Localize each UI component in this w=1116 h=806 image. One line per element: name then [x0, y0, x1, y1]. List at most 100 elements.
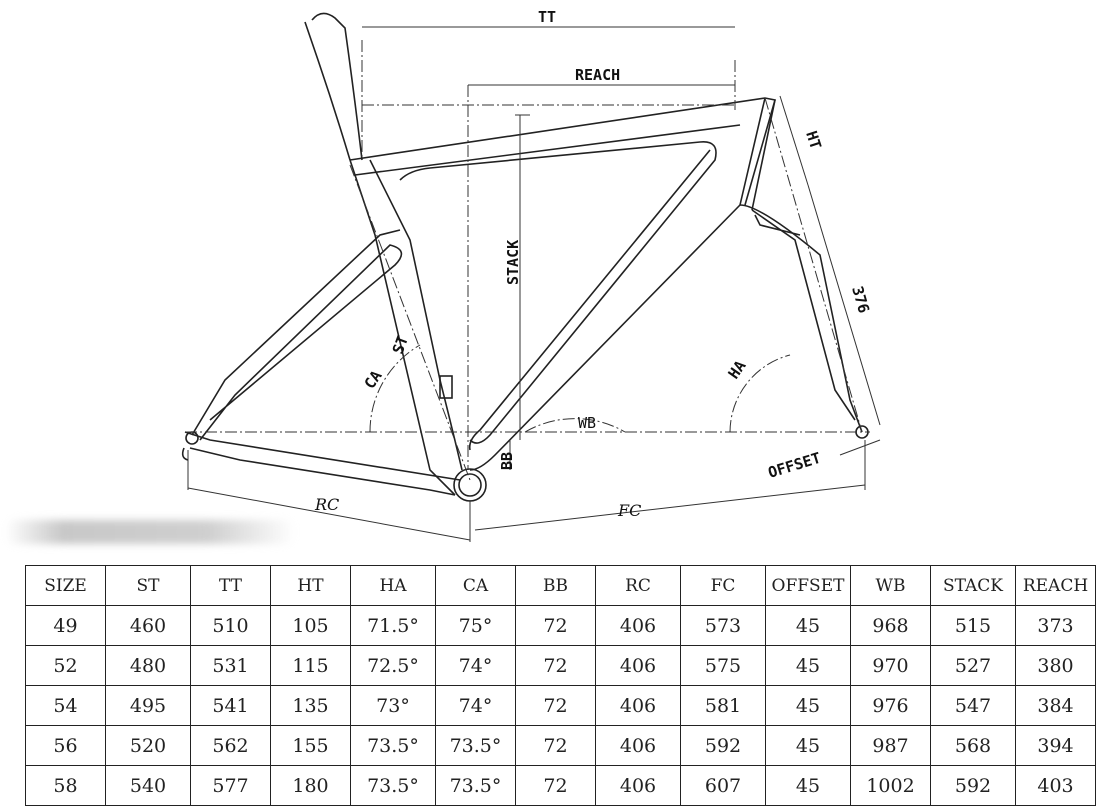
table-cell: 73°	[350, 685, 436, 726]
column-header: ST	[105, 565, 191, 606]
table-cell: 1002	[850, 765, 931, 806]
column-header: STACK	[930, 565, 1016, 606]
column-header: WB	[850, 565, 931, 606]
table-cell: 45	[765, 605, 851, 646]
label-fork-length: 376	[848, 284, 873, 315]
label-fc: FC	[617, 501, 641, 520]
table-cell: 515	[930, 605, 1016, 646]
table-cell: 573	[680, 605, 766, 646]
label-wb: WB	[578, 414, 596, 432]
table-cell: 105	[270, 605, 351, 646]
table-cell: 406	[595, 765, 681, 806]
table-cell: 987	[850, 725, 931, 766]
table-cell: 180	[270, 765, 351, 806]
column-header: OFFSET	[765, 565, 851, 606]
column-header: SIZE	[25, 565, 106, 606]
table-cell: 74°	[435, 685, 516, 726]
column-header: TT	[190, 565, 271, 606]
label-st: ST	[389, 333, 412, 356]
label-offset: OFFSET	[766, 449, 823, 482]
measure-lines	[187, 26, 881, 542]
table-cell: 495	[105, 685, 191, 726]
table-cell: 547	[930, 685, 1016, 726]
table-cell: 970	[850, 645, 931, 686]
table-cell: 54	[25, 685, 106, 726]
table-cell: 115	[270, 645, 351, 686]
table-cell: 72	[515, 725, 596, 766]
table-cell: 72.5°	[350, 645, 436, 686]
dimension-lines	[185, 40, 870, 481]
table-cell: 581	[680, 685, 766, 726]
label-ht: HT	[802, 129, 825, 152]
label-ca: CA	[361, 367, 386, 392]
table-cell: 73.5°	[435, 725, 516, 766]
table-cell: 568	[930, 725, 1016, 766]
label-stack: STACK	[504, 240, 522, 285]
table-cell: 394	[1015, 725, 1096, 766]
table-cell: 155	[270, 725, 351, 766]
table-cell: 384	[1015, 685, 1096, 726]
table-cell: 45	[765, 765, 851, 806]
table-cell: 72	[515, 765, 596, 806]
table-cell: 75°	[435, 605, 516, 646]
column-header: BB	[515, 565, 596, 606]
table-cell: 74°	[435, 645, 516, 686]
table-cell: 73.5°	[435, 765, 516, 806]
label-tt: TT	[538, 8, 556, 26]
column-header: RC	[595, 565, 681, 606]
column-header: FC	[680, 565, 766, 606]
table-cell: 72	[515, 645, 596, 686]
table-cell: 73.5°	[350, 765, 436, 806]
frame-outline	[181, 12, 869, 502]
table-cell: 541	[190, 685, 271, 726]
table-cell: 45	[765, 645, 851, 686]
table-cell: 562	[190, 725, 271, 766]
column-header: HT	[270, 565, 351, 606]
table-cell: 577	[190, 765, 271, 806]
table-cell: 575	[680, 645, 766, 686]
table-cell: 480	[105, 645, 191, 686]
table-cell: 510	[190, 605, 271, 646]
column-header: CA	[435, 565, 516, 606]
table-cell: 968	[850, 605, 931, 646]
table-cell: 460	[105, 605, 191, 646]
label-ha: HA	[725, 357, 750, 382]
table-cell: 380	[1015, 645, 1096, 686]
table-cell: 540	[105, 765, 191, 806]
table-cell: 45	[765, 725, 851, 766]
table-cell: 49	[25, 605, 106, 646]
table-cell: 135	[270, 685, 351, 726]
table-cell: 73.5°	[350, 725, 436, 766]
label-bb: BB	[498, 452, 516, 470]
blurred-watermark	[5, 520, 295, 544]
table-cell: 71.5°	[350, 605, 436, 646]
table-cell: 72	[515, 685, 596, 726]
table-cell: 45	[765, 685, 851, 726]
table-cell: 607	[680, 765, 766, 806]
table-cell: 58	[25, 765, 106, 806]
table-cell: 56	[25, 725, 106, 766]
table-cell: 406	[595, 605, 681, 646]
label-rc: RC	[314, 495, 339, 514]
table-cell: 406	[595, 725, 681, 766]
table-cell: 406	[595, 645, 681, 686]
table-cell: 520	[105, 725, 191, 766]
column-header: HA	[350, 565, 436, 606]
table-cell: 403	[1015, 765, 1096, 806]
bike-frame-geometry-drawing: TT REACH HT STACK 376 ST CA HA WB BB OFF…	[181, 8, 881, 542]
table-cell: 72	[515, 605, 596, 646]
label-reach: REACH	[575, 66, 620, 84]
table-cell: 592	[930, 765, 1016, 806]
column-header: REACH	[1015, 565, 1096, 606]
table-cell: 976	[850, 685, 931, 726]
table-cell: 52	[25, 645, 106, 686]
table-cell: 373	[1015, 605, 1096, 646]
table-cell: 527	[930, 645, 1016, 686]
